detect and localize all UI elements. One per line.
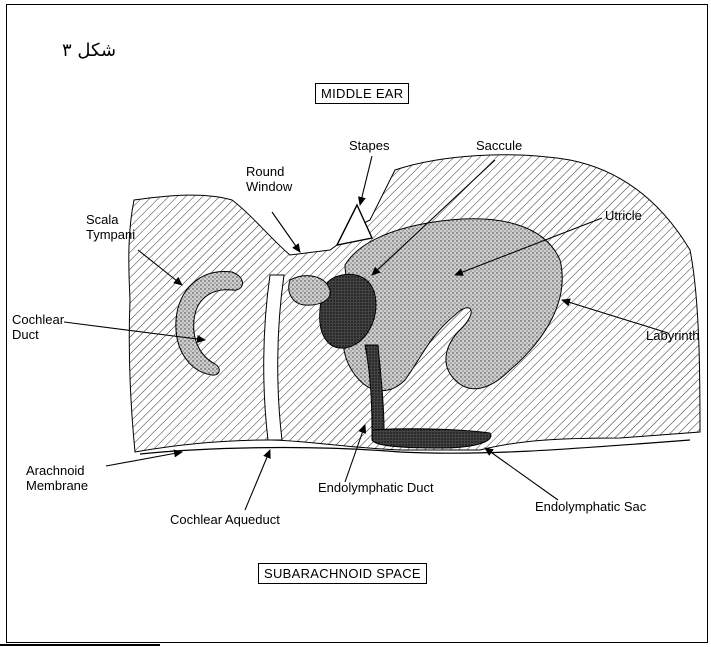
- scala-tympani-label-2: Tympani: [86, 227, 135, 242]
- subarachnoid-space-label: SUBARACHNOID SPACE: [258, 563, 427, 584]
- endolymphatic-sac-shape: [372, 429, 491, 448]
- cochlear-aqueduct-label: Cochlear Aqueduct: [170, 512, 280, 527]
- labyrinth-label: Labyrinth: [646, 328, 699, 343]
- endolymphatic-sac-leader: [485, 448, 558, 500]
- endolymphatic-duct-label: Endolymphatic Duct: [318, 480, 434, 495]
- cochlear-aqueduct-leader: [245, 450, 270, 510]
- round-window-label-2: Window: [246, 179, 292, 194]
- cochlear-duct-label-2: Duct: [12, 327, 39, 342]
- stapes-leader: [360, 156, 372, 205]
- endolymphatic-sac-label: Endolymphatic Sac: [535, 499, 646, 514]
- figure-caption: شکل ۳: [62, 40, 116, 61]
- arachnoid-membrane-label-1: Arachnoid: [26, 463, 85, 478]
- cochlear-duct-label-1: Cochlear: [12, 312, 64, 327]
- stapes-label: Stapes: [349, 138, 389, 153]
- saccule-label: Saccule: [476, 138, 522, 153]
- utricle-label: Utricle: [605, 208, 642, 223]
- scala-tympani-label-1: Scala: [86, 212, 119, 227]
- arachnoid-membrane-label-2: Membrane: [26, 478, 88, 493]
- middle-ear-label: MIDDLE EAR: [315, 83, 409, 104]
- stapes-bone: [337, 205, 372, 245]
- round-window-label-1: Round: [246, 164, 284, 179]
